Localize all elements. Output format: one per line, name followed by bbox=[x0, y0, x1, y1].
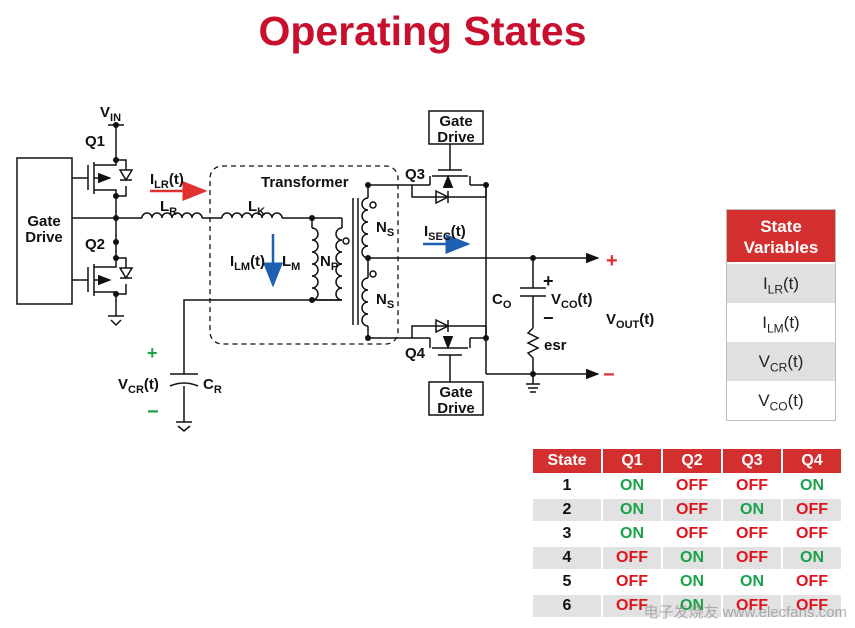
table-cell: OFF bbox=[661, 473, 723, 499]
isec-label: ISEC(t) bbox=[424, 223, 466, 243]
table-cell: 4 bbox=[531, 545, 603, 571]
ilr-label: ILR(t) bbox=[150, 171, 184, 191]
q4-label: Q4 bbox=[405, 345, 426, 362]
state-variables-list: ILR(t) ILM(t) VCR(t) VCO(t) bbox=[727, 264, 835, 420]
state-variables-header: State Variables bbox=[727, 210, 835, 264]
cr-label: CR bbox=[203, 376, 222, 396]
cr-plus-label: + bbox=[147, 343, 158, 363]
q1-label: Q1 bbox=[85, 133, 105, 150]
table-cell: OFF bbox=[721, 473, 783, 499]
table-cell: ON bbox=[601, 521, 663, 547]
state-variable-item: VCO(t) bbox=[727, 381, 835, 420]
np-label: NP bbox=[320, 253, 338, 273]
ns-bottom-label: NS bbox=[376, 291, 394, 311]
table-cell: OFF bbox=[721, 593, 783, 619]
state-variable-item: ILM(t) bbox=[727, 303, 835, 342]
co-minus-label: − bbox=[543, 308, 554, 328]
table-cell: ON bbox=[601, 473, 663, 499]
table-cell: ON bbox=[721, 497, 783, 523]
table-cell: 2 bbox=[531, 497, 603, 523]
vout-plus-label: + bbox=[606, 250, 618, 272]
table-cell: OFF bbox=[781, 521, 843, 547]
col-header-q3: Q3 bbox=[721, 447, 783, 475]
state-variable-item: ILR(t) bbox=[727, 264, 835, 303]
table-cell: ON bbox=[781, 545, 843, 571]
q3-label: Q3 bbox=[405, 166, 425, 183]
state-variables-header-line1: State bbox=[760, 217, 802, 236]
table-cell: OFF bbox=[721, 545, 783, 571]
state-variables-panel: State Variables ILR(t) ILM(t) VCR(t) VCO… bbox=[726, 209, 836, 421]
table-cell: OFF bbox=[601, 593, 663, 619]
table-cell: 6 bbox=[531, 593, 603, 619]
gate-drive-left-box bbox=[16, 157, 73, 305]
vin-label: VIN bbox=[100, 104, 121, 124]
table-cell: ON bbox=[661, 569, 723, 595]
vco-label: VCO(t) bbox=[551, 291, 593, 311]
esr-label: esr bbox=[544, 337, 567, 354]
col-header-q4: Q4 bbox=[781, 447, 843, 475]
table-cell: OFF bbox=[781, 497, 843, 523]
ns-top-label: NS bbox=[376, 219, 394, 239]
lr-label: LR bbox=[160, 198, 177, 218]
table-header-row: State Q1 Q2 Q3 Q4 bbox=[531, 447, 843, 475]
transformer-label: Transformer bbox=[261, 174, 349, 191]
vout-label: VOUT(t) bbox=[606, 311, 654, 331]
gate-drive-q3-box bbox=[428, 110, 484, 145]
table-cell: OFF bbox=[661, 497, 723, 523]
table-cell: 1 bbox=[531, 473, 603, 499]
co-label: CO bbox=[492, 291, 512, 311]
lm-label: LM bbox=[282, 253, 300, 273]
table-cell: ON bbox=[601, 497, 663, 523]
col-header-state: State bbox=[531, 447, 603, 475]
table-cell: 3 bbox=[531, 521, 603, 547]
q2-label: Q2 bbox=[85, 236, 105, 253]
table-cell: ON bbox=[661, 593, 723, 619]
table-cell: OFF bbox=[721, 521, 783, 547]
watermark: 电子发烧友 www.elecfans.com bbox=[643, 604, 847, 621]
lk-label: LK bbox=[248, 198, 265, 218]
transformer-boundary bbox=[209, 165, 399, 345]
col-header-q1: Q1 bbox=[601, 447, 663, 475]
vout-minus-label: − bbox=[603, 364, 615, 386]
ilm-label: ILM(t) bbox=[230, 253, 265, 273]
table-cell: OFF bbox=[601, 569, 663, 595]
table-cell: ON bbox=[721, 569, 783, 595]
table-cell: ON bbox=[661, 545, 723, 571]
page-title: Operating States bbox=[258, 8, 587, 54]
table-cell: OFF bbox=[661, 521, 723, 547]
col-header-q2: Q2 bbox=[661, 447, 723, 475]
co-plus-label: + bbox=[543, 271, 554, 291]
table-cell: ON bbox=[781, 473, 843, 499]
vcr-label: VCR(t) bbox=[118, 376, 159, 396]
table-cell: OFF bbox=[601, 545, 663, 571]
table-cell: OFF bbox=[781, 569, 843, 595]
cr-minus-label: − bbox=[147, 401, 159, 423]
gate-drive-q4-box bbox=[428, 381, 484, 416]
state-variables-header-line2: Variables bbox=[743, 238, 819, 257]
state-variable-item: VCR(t) bbox=[727, 342, 835, 381]
table-cell: OFF bbox=[781, 593, 843, 619]
table-cell: 5 bbox=[531, 569, 603, 595]
